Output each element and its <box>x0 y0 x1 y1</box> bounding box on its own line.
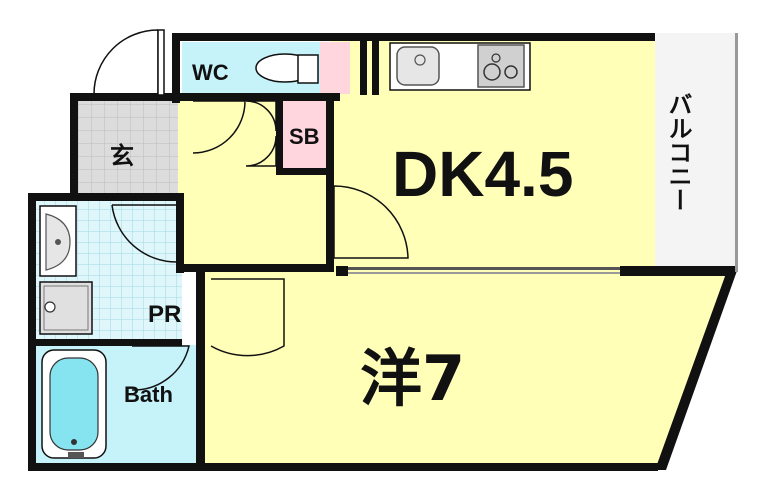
western-room-fill <box>205 272 728 463</box>
sb-door-2 <box>245 135 277 167</box>
wc-pink-panel <box>320 42 350 94</box>
dk-door <box>333 185 409 259</box>
pr-label: PR <box>148 301 181 328</box>
sb-label: SB <box>289 124 320 149</box>
stove-icon <box>477 44 525 88</box>
wc-label: WC <box>192 60 229 85</box>
bath-label: Bath <box>124 382 173 407</box>
bath-door <box>131 345 190 391</box>
bathtub-icon <box>41 349 107 459</box>
washing-machine-icon <box>39 281 93 335</box>
sb-door-1 <box>245 100 277 132</box>
pr-door <box>111 204 178 263</box>
entrance-fill <box>78 100 178 195</box>
walls <box>28 33 738 471</box>
western-room-label: 洋7 <box>360 342 465 415</box>
sliding-partition <box>348 267 620 274</box>
toilet-icon <box>255 53 319 84</box>
balcony-rail <box>655 33 738 273</box>
entrance-door <box>93 29 159 95</box>
balcony-label: バルコニー <box>664 92 692 212</box>
entrance-label: 玄 <box>110 142 134 170</box>
sink-icon <box>396 46 440 86</box>
western-door <box>210 278 285 357</box>
sb-fill <box>282 100 332 170</box>
wc-door <box>192 100 246 154</box>
doors <box>93 29 409 391</box>
washbasin-icon <box>39 205 77 277</box>
balcony-fill <box>655 33 735 272</box>
dk-label: DK4.5 <box>392 138 573 210</box>
kitchen-counter <box>389 42 531 91</box>
